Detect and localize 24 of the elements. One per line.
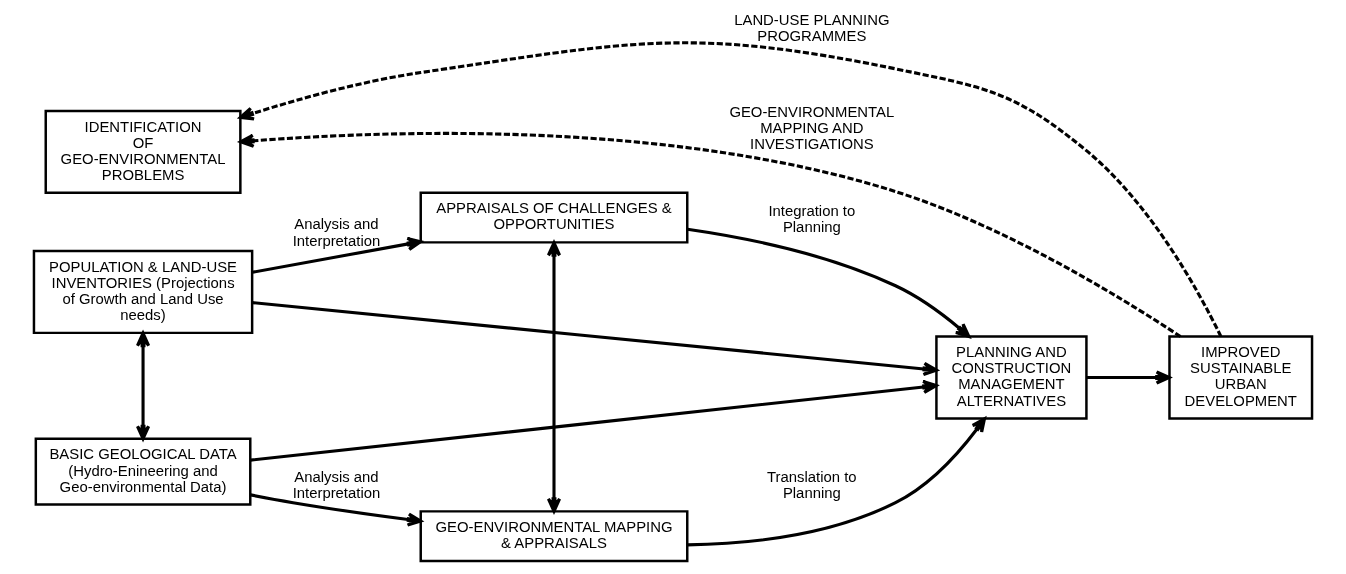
arrow xyxy=(250,493,423,527)
node-box: GEO-ENVIRONMENTAL MAPPING & APPRAISALS xyxy=(419,510,689,563)
arrow xyxy=(135,331,151,441)
arrow xyxy=(251,236,423,274)
arrow xyxy=(546,241,562,513)
edge-label: Analysis and Interpretation xyxy=(292,469,381,502)
arrow xyxy=(239,131,1182,338)
edge-label: LAND-USE PLANNING PROGRAMMES xyxy=(734,11,890,45)
arrow xyxy=(687,227,971,338)
arrow xyxy=(238,41,1223,337)
arrow xyxy=(687,417,987,547)
edge-label: GEO-ENVIRONMENTAL MAPPING AND INVESTIGATIONS xyxy=(729,103,895,152)
arrow xyxy=(250,379,938,462)
node-box: BASIC GEOLOGICAL DATA (Hydro-Enineering and Geo-environmental Data) xyxy=(34,437,252,506)
node-box: APPRAISALS OF CHALLENGES & OPPORTUNITIES xyxy=(419,191,689,244)
edge-label: Integration to Planning xyxy=(768,202,856,235)
node-box: IDENTIFICATION OF GEO-ENVIRONMENTAL PROBLEMS xyxy=(44,109,242,195)
node-box: PLANNING AND CONSTRUCTION MANAGEMENT ALTERNATIVES xyxy=(935,335,1088,420)
arrow xyxy=(252,301,938,377)
node-box: IMPROVED SUSTAINABLE URBAN DEVELOPMENT xyxy=(1168,335,1314,420)
edge-label: Analysis and Interpretation xyxy=(292,216,381,249)
node-box: POPULATION & LAND-USE INVENTORIES (Projections of Growth and Land Use needs) xyxy=(32,249,254,335)
arrow xyxy=(1086,370,1171,385)
edge-label: Translation to Planning xyxy=(767,469,857,502)
